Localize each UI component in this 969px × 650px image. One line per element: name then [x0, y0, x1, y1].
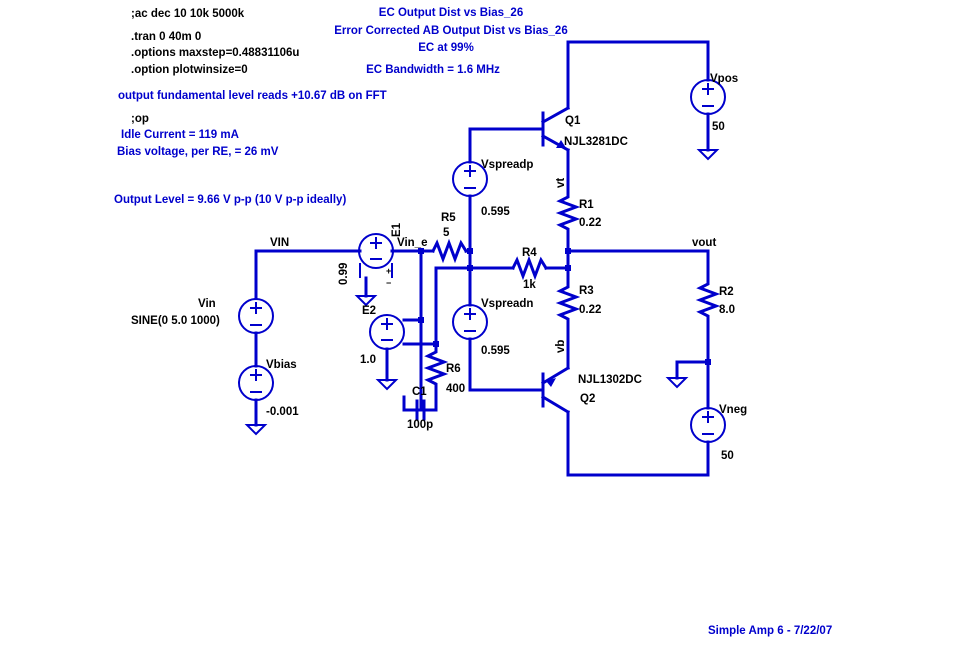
label-e2-value: 1.0 [360, 354, 376, 366]
junction-r4-out [565, 265, 571, 271]
label-c1-name: C1 [412, 386, 427, 398]
label-vin-name: Vin [198, 298, 216, 310]
label-r5-name: R5 [441, 212, 456, 224]
net-label-vb: vb [555, 340, 567, 353]
ground-vbias [244, 424, 268, 436]
directive-op: ;op [131, 113, 149, 125]
junction-vout [565, 248, 571, 254]
label-vin-value: SINE(0 5.0 1000) [131, 315, 220, 327]
label-vneg-name: Vneg [719, 404, 747, 416]
label-e2-name: E2 [362, 305, 376, 317]
note-ec-dist: EC Output Dist vs Bias_26 [379, 7, 523, 19]
vcvs-e2 [369, 314, 412, 382]
voltage-source-vpos [690, 79, 726, 115]
transistor-q1 [540, 105, 571, 153]
note-ec-bandwidth: EC Bandwidth = 1.6 MHz [366, 64, 500, 76]
label-r6-value: 400 [446, 383, 465, 395]
resistor-r2 [695, 278, 721, 324]
note-bias-voltage: Bias voltage, per RE, = 26 mV [117, 146, 279, 158]
resistor-r3 [555, 281, 581, 322]
label-vneg-value: 50 [721, 450, 734, 462]
note-output-level: Output Level = 9.66 V p-p (10 V p-p idea… [114, 194, 346, 206]
vcvs-e1: + − [358, 233, 394, 298]
label-r3-name: R3 [579, 285, 594, 297]
svg-text:+: + [386, 266, 391, 276]
capacitor-c1 [402, 399, 438, 421]
ground-e1 [354, 295, 378, 307]
wires [254, 40, 710, 477]
junction-r4 [467, 265, 473, 271]
voltage-source-vbias [238, 365, 274, 401]
label-r5-value: 5 [443, 227, 450, 239]
wire-q1-base [468, 127, 544, 164]
ground-e2 [375, 379, 399, 391]
label-vspreadn-name: Vspreadn [481, 298, 533, 310]
label-r1-value: 0.22 [579, 217, 601, 229]
note-idle-current: Idle Current = 119 mA [121, 129, 239, 141]
voltage-source-vspreadp [452, 161, 488, 197]
label-r4-value: 1k [523, 279, 536, 291]
net-label-vin: VIN [270, 237, 289, 249]
junction-vin-e [418, 248, 424, 254]
label-q2-value: NJL1302DC [578, 374, 642, 386]
directive-plotwinsize: .option plotwinsize=0 [131, 64, 248, 76]
wire-q2-collector [566, 410, 710, 477]
wire-q1-collector [566, 40, 710, 110]
label-vpos-value: 50 [712, 121, 725, 133]
note-ec-corrected: Error Corrected AB Output Dist vs Bias_2… [334, 25, 567, 37]
directive-tran: .tran 0 40m 0 [131, 31, 201, 43]
label-r1-name: R1 [579, 199, 594, 211]
wire-vout [566, 249, 710, 282]
label-vbias-name: Vbias [266, 359, 297, 371]
resistor-r6 [423, 342, 449, 392]
transistor-q2 [540, 365, 571, 415]
directive-ac: ;ac dec 10 10k 5000k [131, 8, 245, 20]
net-label-vin-e: Vin_e [397, 237, 427, 249]
label-r4-name: R4 [522, 247, 537, 259]
label-e1-value: 0.99 [338, 263, 350, 285]
wire-vin [254, 249, 362, 300]
junction-e2 [418, 317, 424, 323]
net-label-vt: vt [555, 178, 567, 188]
ground-r2 [665, 377, 689, 389]
label-r6-name: R6 [446, 363, 461, 375]
resistor-r4 [510, 255, 549, 281]
resistor-r5 [430, 238, 469, 264]
label-vspreadp-name: Vspreadp [481, 159, 533, 171]
label-q2-name: Q2 [580, 393, 595, 405]
label-e1-name: E1 [391, 222, 403, 237]
wire-q2-base [468, 337, 544, 392]
label-vspreadn-value: 0.595 [481, 345, 510, 357]
voltage-source-vneg [690, 407, 726, 443]
ground-symbols [244, 149, 720, 436]
note-fundamental: output fundamental level reads +10.67 dB… [118, 90, 387, 102]
label-vbias-value: -0.001 [266, 406, 299, 418]
label-vspreadp-value: 0.595 [481, 206, 510, 218]
label-vpos-name: Vpos [710, 73, 738, 85]
ground-vpos [696, 149, 720, 161]
footer-title: Simple Amp 6 - 7/22/07 [708, 625, 832, 637]
label-r2-value: 8.0 [719, 304, 735, 316]
label-c1-value: 100p [407, 419, 433, 431]
wire-gnd-r2 [675, 360, 710, 380]
svg-text:−: − [386, 278, 391, 288]
label-q1-value: NJL3281DC [564, 136, 628, 148]
resistor-r1 [555, 191, 581, 235]
label-r3-value: 0.22 [579, 304, 601, 316]
directive-maxstep: .options maxstep=0.48831106u [131, 47, 299, 59]
note-ec-at: EC at 99% [418, 42, 474, 54]
voltage-source-vin [238, 298, 274, 334]
junction-r2 [705, 359, 711, 365]
junction-spread [467, 248, 473, 254]
net-label-vout: vout [692, 237, 716, 249]
voltage-source-vspreadn [452, 304, 488, 340]
label-q1-name: Q1 [565, 115, 581, 127]
label-r2-name: R2 [719, 286, 734, 298]
